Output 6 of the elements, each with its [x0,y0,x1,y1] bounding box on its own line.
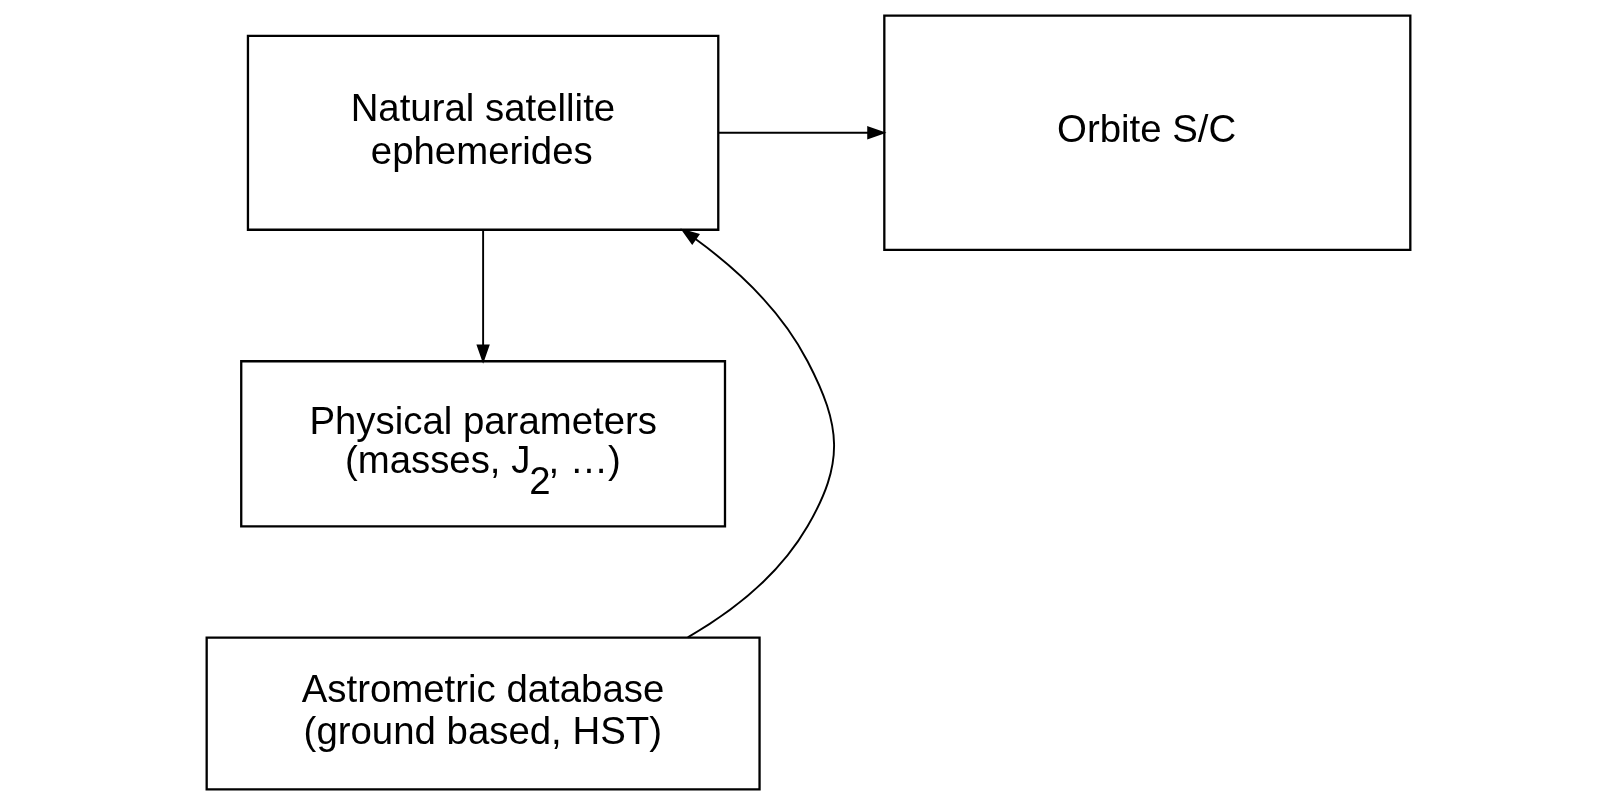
arrow [475,229,490,364]
node-box: Astrometric database (ground based, HST) [205,636,761,791]
arrow [717,126,886,140]
arrow [679,228,835,639]
node-box: Natural satellite ephemerides [246,34,719,231]
node-box: Orbite S/C [882,14,1411,252]
